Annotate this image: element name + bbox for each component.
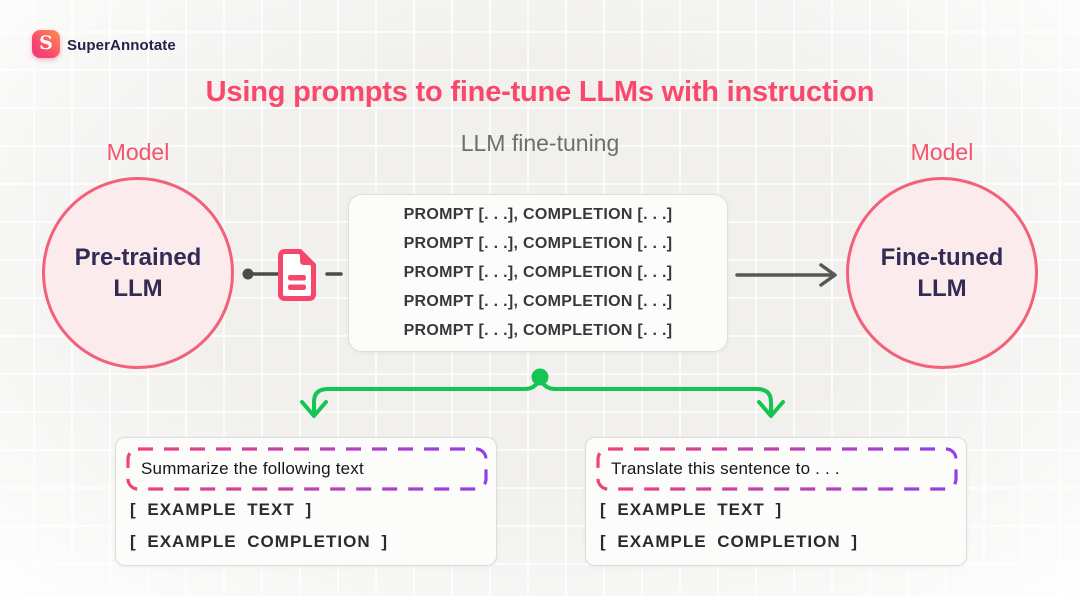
example-card-summarize: Summarize the following text [ EXAMPLE T… [115,437,497,566]
branch-arrows [300,368,785,418]
instruction-dashed-frame [126,447,488,491]
document-icon [277,248,317,302]
logo-s-icon: S [39,31,53,54]
superannotate-logo: S [32,30,60,58]
instruction-text: Summarize the following text [141,459,364,478]
flow-arrow [735,263,837,287]
example-text-row: [ EXAMPLE TEXT ] [600,500,783,519]
example-card-translate: Translate this sentence to . . . [ EXAMP… [585,437,967,566]
finetuned-llm-label: Fine-tuned LLM [880,243,1004,302]
training-data-box: PROMPT [. . .], COMPLETION [. . .] PROMP… [348,194,728,352]
pretrained-llm-label: Pre-trained LLM [74,243,202,302]
instruction-text: Translate this sentence to . . . [611,459,840,478]
prompt-line: PROMPT [. . .], COMPLETION [. . .] [403,264,673,281]
example-completion-row: [ EXAMPLE COMPLETION ] [600,532,858,551]
prompt-line: PROMPT [. . .], COMPLETION [. . .] [403,235,673,252]
example-completion-row: [ EXAMPLE COMPLETION ] [130,532,388,551]
pretrained-llm-circle: Pre-trained LLM [42,177,234,369]
example-text-row: [ EXAMPLE TEXT ] [130,500,313,519]
brand-name: SuperAnnotate [67,37,176,54]
instruction-dashed-frame [596,447,958,491]
diagram-title: Using prompts to fine-tune LLMs with ins… [205,76,875,108]
model-label-left: Model [106,139,170,165]
prompt-line: PROMPT [. . .], COMPLETION [. . .] [403,206,673,223]
model-label-right: Model [910,139,974,165]
stage-subtitle: LLM fine-tuning [460,130,620,156]
finetuned-llm-circle: Fine-tuned LLM [846,177,1038,369]
prompt-line: PROMPT [. . .], COMPLETION [. . .] [403,322,673,339]
prompt-line: PROMPT [. . .], COMPLETION [. . .] [403,293,673,310]
